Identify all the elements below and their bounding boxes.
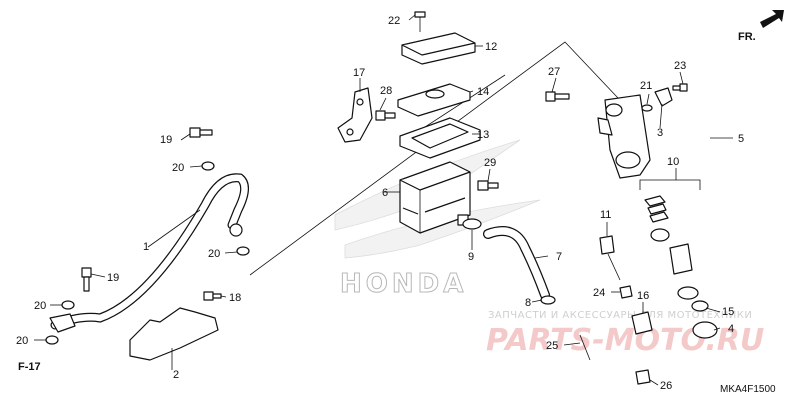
diaphragm-plate (397, 83, 471, 117)
bolt-18-icon (203, 291, 222, 301)
callout-22: 22 (388, 15, 400, 27)
callout-19-upper: 19 (160, 134, 172, 146)
callout-20-d: 20 (16, 335, 28, 347)
callout-9: 9 (468, 251, 474, 263)
callout-25: 25 (546, 340, 558, 352)
sealing-washer-icon (61, 300, 75, 310)
hose-stay (129, 307, 219, 361)
callout-24: 24 (593, 287, 605, 299)
callout-18: 18 (229, 292, 241, 304)
callout-5: 5 (738, 133, 744, 145)
callout-16: 16 (637, 290, 649, 302)
reference-label: F-17 (18, 361, 41, 373)
callout-1: 1 (143, 241, 149, 253)
callout-15: 15 (722, 306, 734, 318)
master-cylinder (597, 94, 651, 179)
sealing-washer-icon (45, 335, 59, 345)
callout-13: 13 (477, 129, 489, 141)
o-ring-21 (641, 104, 653, 112)
screw-23-icon (672, 83, 688, 92)
bracket-hole (346, 128, 354, 136)
boot-4 (692, 321, 718, 339)
diaphragm-inner (411, 123, 469, 149)
callout-20-b: 20 (208, 248, 220, 260)
callout-10: 10 (667, 156, 679, 168)
callout-21: 21 (640, 80, 652, 92)
piston-seal (677, 286, 699, 300)
banjo-bolt-upper-icon (189, 127, 213, 138)
kit-bracket-10 (639, 179, 701, 190)
callout-2: 2 (173, 369, 179, 381)
hose-clamp-8 (540, 295, 556, 305)
callout-19-lower: 19 (107, 272, 119, 284)
hose-end-fitting (49, 313, 76, 333)
callout-12: 12 (485, 41, 497, 53)
reservoir-bracket (337, 87, 373, 143)
callout-14: 14 (477, 86, 489, 98)
sealing-washer-icon (236, 246, 250, 256)
circlip-15 (691, 300, 709, 312)
push-rod (599, 235, 621, 281)
piston (669, 243, 693, 275)
callout-27: 27 (548, 66, 560, 78)
bolt-27-icon (545, 91, 570, 102)
banjo-bolt-lower-icon (81, 267, 92, 292)
callout-26: 26 (660, 380, 672, 392)
watermark-site: PARTS-MOTO.RU (486, 323, 764, 358)
diagram-code: MKA4F1500 (720, 384, 776, 395)
callout-20-a: 20 (172, 162, 184, 174)
screw-22-icon (414, 11, 426, 32)
reservoir-body (399, 161, 471, 234)
callout-leaders (34, 14, 733, 386)
callout-17: 17 (353, 67, 365, 79)
svg-text:FR.: FR. (738, 31, 756, 43)
callout-23: 23 (674, 60, 686, 72)
bracket-hole (356, 98, 364, 106)
callout-11: 11 (600, 209, 611, 221)
front-arrow-icon: FR. (738, 10, 784, 43)
cup-seal (650, 228, 670, 242)
callout-29: 29 (484, 157, 496, 169)
cotter-pin-25 (579, 334, 591, 361)
callout-8: 8 (525, 297, 531, 309)
sealing-washer-icon (201, 161, 215, 171)
banjo-fitting (229, 223, 243, 237)
plate-hole (425, 89, 445, 99)
bolt-28-icon (375, 110, 396, 121)
ghost-logo-text: HONDA (340, 269, 467, 299)
hose-clamp-9 (462, 218, 482, 230)
callout-7: 7 (556, 251, 562, 263)
nut-24 (619, 285, 633, 299)
callout-6: 6 (382, 187, 388, 199)
joint-pin-26 (635, 369, 651, 385)
reservoir-cap-edge (401, 42, 476, 56)
watermark-text: ЗАПЧАСТИ И АКСЕССУАРЫ ДЛЯ МОТОТЕХНИКИ (488, 310, 752, 321)
callout-4: 4 (728, 323, 734, 335)
callout-3: 3 (657, 127, 663, 139)
joint-3 (654, 87, 673, 107)
spring (644, 195, 669, 223)
callout-20-c: 20 (34, 300, 46, 312)
clevis-16 (631, 311, 653, 335)
callout-labels: 1 2 3 4 5 6 7 8 9 10 11 12 13 14 15 16 1… (16, 15, 744, 392)
guide-line (249, 41, 619, 276)
callout-28: 28 (380, 85, 392, 97)
bolt-29-icon (477, 180, 499, 191)
